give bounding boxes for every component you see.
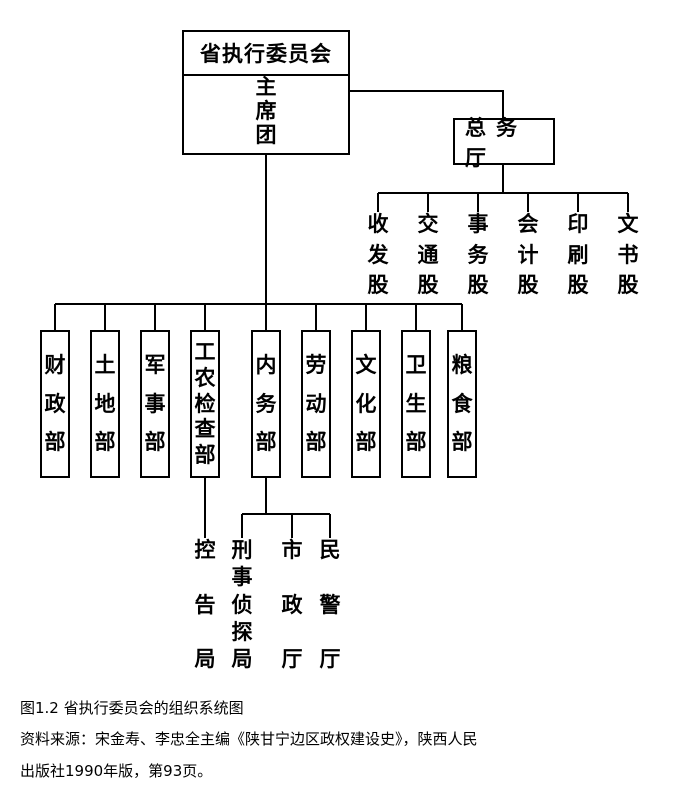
unit-label-4: 印刷股 <box>567 212 589 297</box>
department-box-0: 财政部 <box>40 330 70 478</box>
provincial-executive-committee-box: 省执行委员会 主席团 <box>182 30 350 155</box>
department-label-3: 工农检查部 <box>194 340 216 467</box>
source-note-line1: 资料来源：宋金寿、李忠全主编《陕甘宁边区政权建设史》，陕西人民 <box>20 730 478 748</box>
department-label-7: 卫生部 <box>405 353 427 454</box>
department-box-6: 文化部 <box>351 330 381 478</box>
department-label-0: 财政部 <box>44 353 66 454</box>
figure-caption: 图1.2 省执行委员会的组织系统图 <box>20 699 244 717</box>
department-box-2: 军事部 <box>140 330 170 478</box>
department-label-1: 土地部 <box>94 353 116 454</box>
department-box-5: 劳动部 <box>301 330 331 478</box>
unit-label-5: 文书股 <box>617 212 639 297</box>
department-box-4: 内务部 <box>251 330 281 478</box>
interior-subunit-label-2: 民警厅 <box>319 538 341 671</box>
general-affairs-box: 总务厅 <box>453 116 555 170</box>
department-label-6: 文化部 <box>355 353 377 454</box>
unit-label-3: 会计股 <box>517 212 539 297</box>
unit-label-0: 收发股 <box>367 212 389 297</box>
general-affairs-label: 总务厅 <box>465 115 527 170</box>
department-label-4: 内务部 <box>255 353 277 454</box>
department-label-5: 劳动部 <box>305 353 327 454</box>
department-label-8: 粮食部 <box>451 353 473 454</box>
unit-label-1: 交通股 <box>417 212 439 297</box>
source-note-line2: 出版社1990年版，第93页。 <box>20 762 213 780</box>
department-box-7: 卫生部 <box>401 330 431 478</box>
department-label-2: 军事部 <box>144 353 166 454</box>
department-box-3: 工农检查部 <box>190 330 220 478</box>
unit-label-2: 事务股 <box>467 212 489 297</box>
presidium-label: 主席团 <box>255 75 277 147</box>
interior-subunit-label-1: 市政厅 <box>281 538 303 671</box>
department-box-1: 土地部 <box>90 330 120 478</box>
interior-subunit-label-0: 刑事侦探局 <box>231 538 253 671</box>
department-box-8: 粮食部 <box>447 330 477 478</box>
inspection-subunit-label-0: 控告局 <box>194 538 216 671</box>
connector-root-to-general-affairs <box>350 90 504 118</box>
committee-title: 省执行委员会 <box>184 32 348 76</box>
